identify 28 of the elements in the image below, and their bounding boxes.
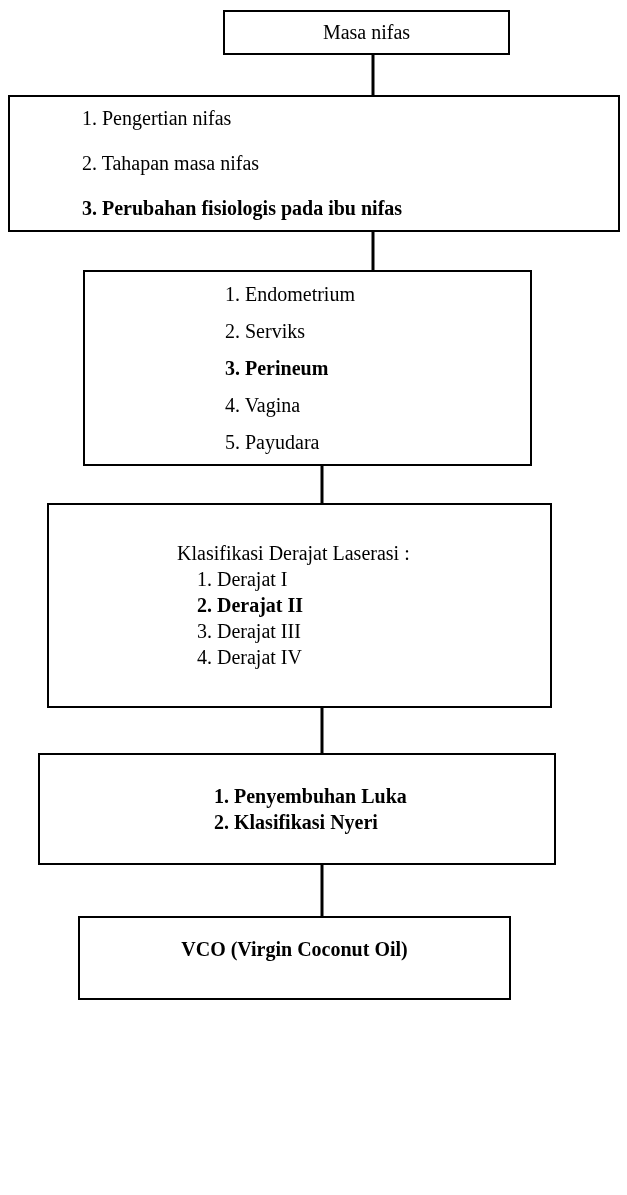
- connector-line: [371, 232, 375, 270]
- list-item: 5. Payudara: [225, 430, 320, 454]
- text-box: [47, 503, 552, 708]
- list-item: 3. Perineum: [225, 356, 329, 380]
- connector-line: [320, 865, 324, 916]
- list-item: 4. Vagina: [225, 393, 301, 417]
- list-item: 1. Pengertian nifas: [82, 107, 232, 130]
- list-item: 4. Derajat IV: [197, 646, 302, 669]
- list-item: Masa nifas: [322, 21, 411, 44]
- text-box: [223, 10, 510, 55]
- text-box: [78, 916, 511, 1000]
- list-item: 1. Endometrium: [225, 282, 355, 306]
- list-item: 3. Perubahan fisiologis pada ibu nifas: [82, 197, 403, 220]
- text-box: [38, 753, 556, 865]
- list-item: VCO (Virgin Coconut Oil): [181, 938, 408, 961]
- list-item: 2. Tahapan masa nifas: [82, 152, 260, 175]
- text-box: [8, 95, 620, 232]
- text-box: [83, 270, 532, 466]
- list-item: 2. Serviks: [225, 319, 305, 343]
- list-item: Klasifikasi Derajat Laserasi :: [177, 542, 410, 565]
- list-item: 1. Derajat I: [197, 568, 288, 591]
- list-item: 3. Derajat III: [197, 620, 301, 643]
- list-item: 2. Klasifikasi Nyeri: [214, 810, 378, 834]
- connector-line: [320, 708, 324, 753]
- list-item: 1. Penyembuhan Luka: [214, 784, 407, 808]
- list-item: 2. Derajat II: [197, 594, 304, 617]
- connector-line: [371, 55, 375, 95]
- connector-line: [320, 466, 324, 503]
